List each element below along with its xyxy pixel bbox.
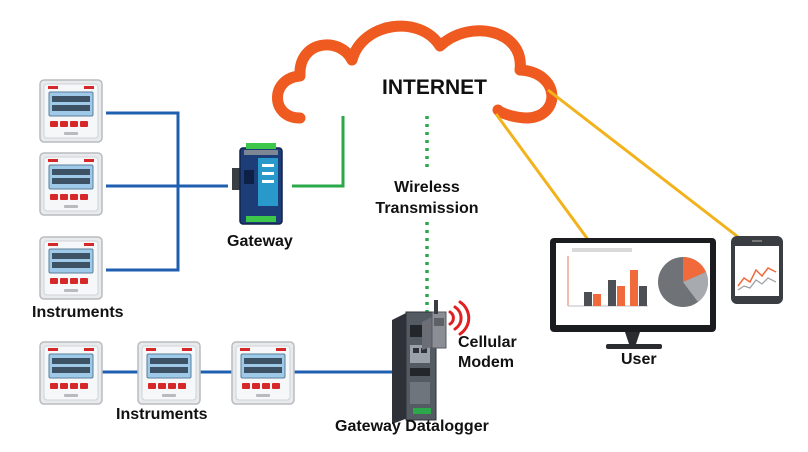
power-meter-icon xyxy=(39,79,103,143)
power-meter-icon xyxy=(137,341,201,405)
gateway-internet-link xyxy=(292,116,345,188)
power-meter-icon xyxy=(39,236,103,300)
gateway-label: Gateway xyxy=(227,233,293,250)
din-rail-gateway-icon xyxy=(232,143,283,225)
cellular-modem-line-1: Cellular xyxy=(458,334,517,351)
user-label: User xyxy=(621,351,657,368)
instruments-top-label: Instruments xyxy=(32,304,124,321)
power-meter-icon xyxy=(39,341,103,405)
internet-label: INTERNET xyxy=(382,76,487,99)
cellular-modem-icon xyxy=(422,300,447,350)
instruments-bottom-label: Instruments xyxy=(116,406,208,423)
cellular-modem-label: Cellular Modem xyxy=(458,333,517,373)
tablet-icon xyxy=(731,236,783,304)
wireless-transmission-line-2: Transmission xyxy=(375,200,479,217)
gateway-datalogger-label: Gateway Datalogger xyxy=(335,418,489,435)
user-links xyxy=(494,88,743,246)
power-meter-icon xyxy=(39,152,103,216)
cellular-modem-line-2: Modem xyxy=(458,354,514,371)
power-meter-icon xyxy=(231,341,295,405)
instrument-bus-top xyxy=(106,111,228,272)
wireless-transmission-label: Wireless Transmission xyxy=(370,177,484,219)
desktop-monitor-icon xyxy=(550,238,716,349)
wireless-signal-icon xyxy=(448,300,471,336)
internet-cloud xyxy=(272,20,558,124)
wireless-transmission-line-1: Wireless xyxy=(394,179,460,196)
